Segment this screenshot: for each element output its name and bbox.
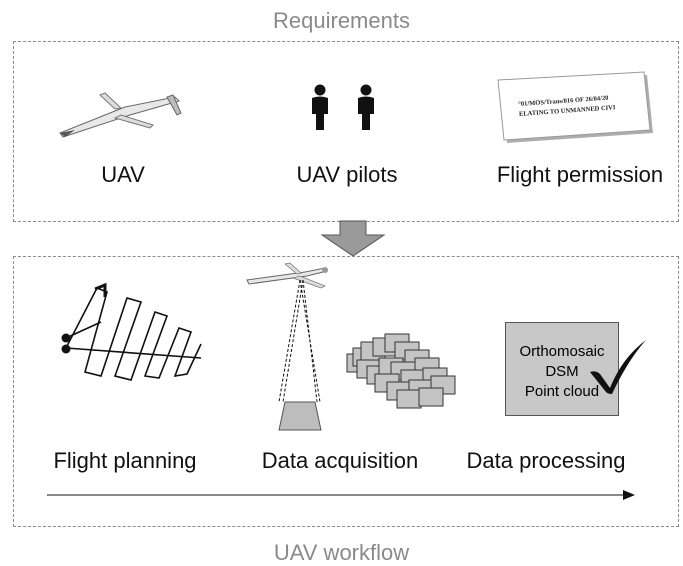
product-point-cloud: Point cloud [524,383,600,400]
checkmark-icon [590,340,646,394]
flight-permission-label: Flight permission [496,162,664,187]
product-dsm: DSM [545,363,579,380]
flight-plan-icon [61,282,202,381]
pilots-icon [312,84,374,130]
uav-label: UAV [101,162,145,187]
down-arrow-icon [320,220,386,257]
data-processing-icon: Orthomosaic DSM Point cloud [505,322,619,416]
workflow-box [13,256,679,527]
workflow-arrow [47,490,635,500]
flight-planning-label: Flight planning [53,448,197,473]
data-acquisition-icon [246,262,456,431]
data-acquisition-label: Data acquisition [261,448,419,473]
data-processing-label: Data processing [466,448,626,473]
workflow-title: UAV workflow [273,540,410,565]
requirements-title: Requirements [273,8,410,33]
product-orthomosaic: Orthomosaic [519,343,605,360]
uav-pilots-label: UAV pilots [296,162,398,187]
uav-glider-icon [59,92,182,138]
permission-document-icon [497,71,653,143]
